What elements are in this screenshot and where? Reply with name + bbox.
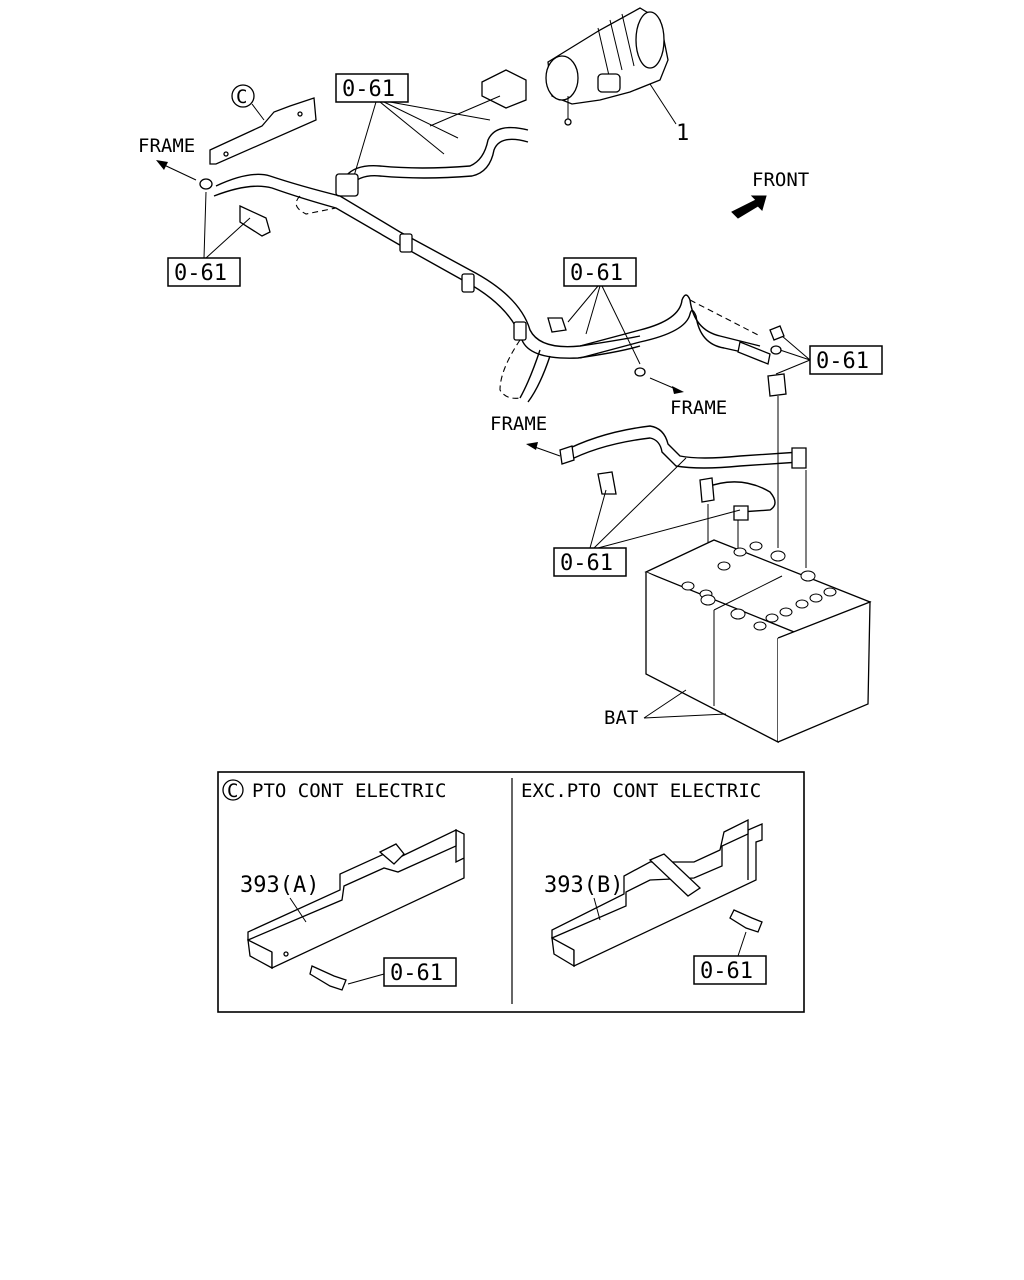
leaders-middle xyxy=(567,285,641,365)
ref-label-right: 0-61 xyxy=(816,349,869,374)
callout-c-bracket: C xyxy=(209,84,317,165)
inset-left-title: PTO CONT ELECTRIC xyxy=(252,780,446,802)
item-1-label: 1 xyxy=(676,121,689,146)
ref-box-inset-right: 0-61 xyxy=(693,955,767,985)
battery-pack xyxy=(644,539,872,744)
ref-box-top: 0-61 xyxy=(335,73,409,103)
ref-label-lower: 0-61 xyxy=(560,551,613,576)
leader-393a xyxy=(289,897,307,923)
ref-box-inset-left: 0-61 xyxy=(383,957,457,987)
bracket-393b xyxy=(551,818,763,968)
ref-box-left: 0-61 xyxy=(167,257,241,287)
leaders-top xyxy=(353,101,491,177)
battery-cable xyxy=(559,425,807,521)
bolt-middle xyxy=(547,317,646,377)
ref-label-middle: 0-61 xyxy=(570,261,623,286)
frame-label-middle: FRAME xyxy=(670,397,727,419)
leader-inset-left xyxy=(347,973,385,985)
leaders-lower xyxy=(589,457,741,549)
leader-393b xyxy=(593,897,601,921)
bat-label: BAT xyxy=(604,707,638,729)
ref-box-lower: 0-61 xyxy=(553,547,627,577)
inset-right-title: EXC.PTO CONT ELECTRIC xyxy=(521,780,761,802)
bat-leaders xyxy=(643,689,727,719)
ref-label-inset-right: 0-61 xyxy=(700,959,753,984)
frame-label-lower: FRAME xyxy=(490,413,547,435)
frame-arrow-topleft xyxy=(161,163,197,181)
main-harness xyxy=(213,126,771,403)
starter-bracket xyxy=(429,69,527,127)
bolt-393b xyxy=(729,909,763,933)
callout-c-text: C xyxy=(236,86,247,108)
starter-motor xyxy=(545,7,669,126)
inset-callout-c-icon xyxy=(222,779,244,801)
leader-1 xyxy=(649,83,677,125)
ref-label-top: 0-61 xyxy=(342,77,395,102)
front-arrow xyxy=(731,195,767,219)
frame-label-topleft: FRAME xyxy=(138,135,195,157)
bolt-topleft xyxy=(199,178,271,237)
frame-arrowhead-lower xyxy=(526,442,538,450)
inset-callout-c-text: C xyxy=(227,780,238,802)
part-393b-label: 393(B) xyxy=(544,873,623,898)
front-label: FRONT xyxy=(752,169,809,191)
leaders-left xyxy=(203,191,251,259)
part-393a-label: 393(A) xyxy=(240,873,319,898)
leader-inset-right xyxy=(737,931,747,957)
ref-box-middle: 0-61 xyxy=(563,257,637,287)
frame-arrowhead-middle xyxy=(672,386,684,394)
terminal-right xyxy=(767,325,787,397)
ref-box-right: 0-61 xyxy=(809,345,883,375)
frame-arrow-lower xyxy=(531,445,561,457)
bolt-393a xyxy=(309,965,347,991)
ref-label-inset-left: 0-61 xyxy=(390,961,443,986)
battery-guide-lines xyxy=(707,396,807,606)
frame-arrowhead-topleft xyxy=(156,160,168,170)
leaders-right xyxy=(775,335,811,375)
ref-label-left: 0-61 xyxy=(174,261,227,286)
